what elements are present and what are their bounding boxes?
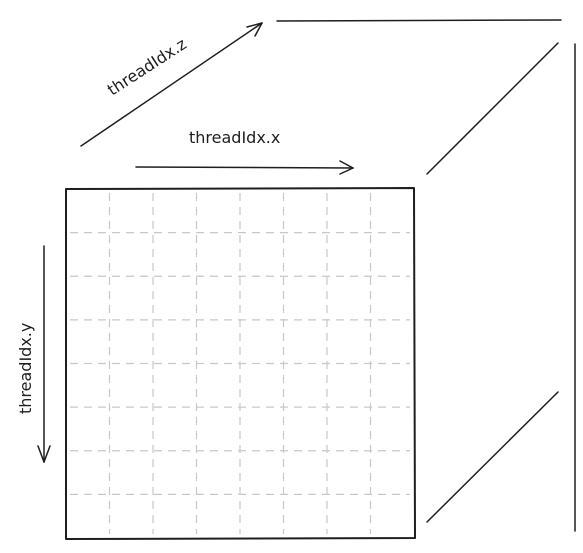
thread-grid (70, 193, 410, 534)
y-axis-arrow (37, 245, 51, 463)
x-axis-label: threadIdx.x (189, 128, 280, 147)
top-right-depth-edge (426, 42, 559, 175)
front-face (65, 187, 416, 540)
z-axis-arrow (80, 22, 263, 147)
y-axis-label: threadIdx.y (16, 323, 35, 414)
x-axis-arrow (135, 160, 354, 175)
bottom-right-depth-edge (426, 391, 559, 523)
z-axis-label: threadIdx.z (104, 34, 190, 99)
top-back-edge (276, 19, 562, 22)
